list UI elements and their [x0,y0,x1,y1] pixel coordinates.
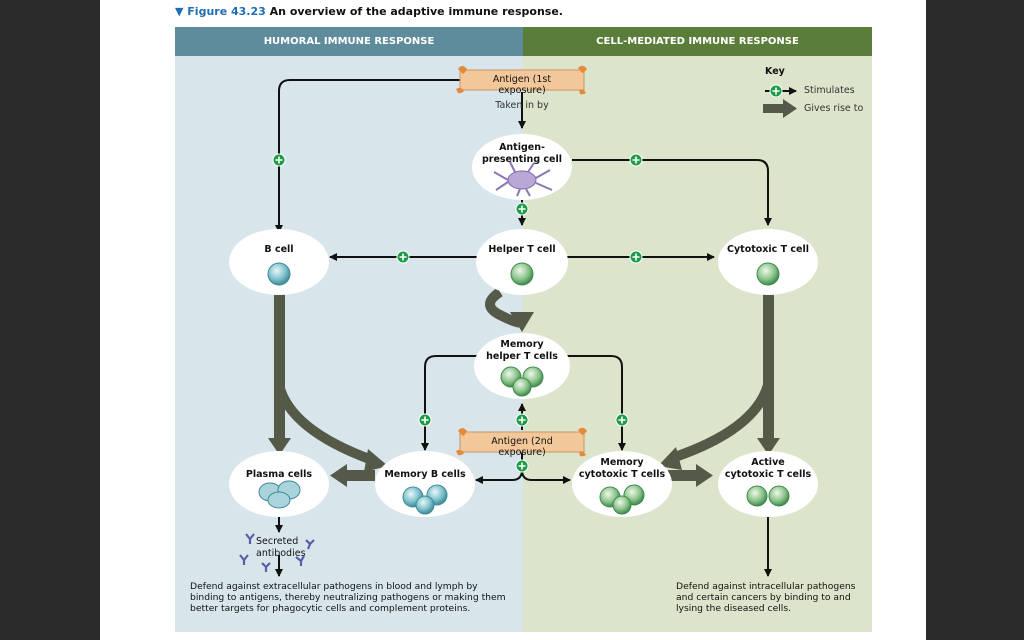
key-legend [763,84,797,118]
memory-cytotoxic-cells-icon [599,484,645,515]
cell-mediated-header: CELL-MEDIATED IMMUNE RESPONSE [523,27,872,56]
active-cytotoxic-node [718,451,818,517]
helper-t-label: Helper T cell [488,244,556,255]
helper-t-node [476,229,568,295]
b-cell-label: B cell [264,244,294,255]
cell-nodes [229,134,818,517]
b-cell-node [229,229,329,295]
b-cell-icon [267,262,291,286]
key-title: Key [765,66,785,77]
plasma-node [229,451,329,517]
cytotoxic-t-cell-icon [756,262,780,286]
antigen-2-label: Antigen (2nd exposure) [491,436,553,458]
humoral-description: Defend against extracellular pathogens i… [190,581,506,614]
key-gives-rise-label: Gives rise to [804,103,864,114]
taken-in-by-label: Taken in by [495,100,549,111]
cell-illustrations [258,161,790,515]
apc-node [472,134,572,200]
antigen-1-label: Antigen (1st exposure) [492,74,552,96]
cell-mediated-panel [523,56,872,632]
figure-number: ▼ Figure 43.23 [175,5,266,18]
gives-rise-arrows [268,287,780,487]
helper-t-cell-icon [510,262,534,286]
memory-b-label: Memory B cells [384,469,466,480]
memory-helper-label: Memory helper T cells [486,339,558,362]
antigen-2-box [456,427,587,457]
humoral-header: HUMORAL IMMUNE RESPONSE [175,27,523,56]
stimulates-lines [275,79,772,577]
secreted-antibodies-label: Secreted antibodies [256,536,306,559]
apc-label: Antigen- presenting cell [481,142,563,165]
plasma-label: Plasma cells [245,469,313,480]
memory-cytotoxic-node [572,451,672,517]
memory-cytotoxic-label: Memory cytotoxic T cells [578,457,666,480]
figure-caption: An overview of the adaptive immune respo… [269,5,563,18]
stimulates-markers [272,153,643,473]
memory-b-cells-icon [402,484,448,515]
cytotoxic-t-label: Cytotoxic T cell [727,244,809,255]
figure-title: ▼ Figure 43.23 An overview of the adapti… [175,5,563,18]
humoral-panel [175,56,523,632]
dendritic-cell-icon [493,161,553,197]
cell-mediated-description: Defend against intracellular pathogens a… [676,581,856,614]
memory-helper-node [474,333,570,399]
memory-helper-cells-icon [500,366,544,397]
active-cytotoxic-label: Active cytotoxic T cells [724,457,812,480]
memory-b-node [375,451,475,517]
plasma-cells-icon [258,480,301,509]
antibody-icons [239,533,315,572]
antigen-1-box [456,65,587,95]
active-cytotoxic-cells-icon [746,485,790,507]
key-stimulates-label: Stimulates [804,85,855,96]
cytotoxic-t-node [718,229,818,295]
